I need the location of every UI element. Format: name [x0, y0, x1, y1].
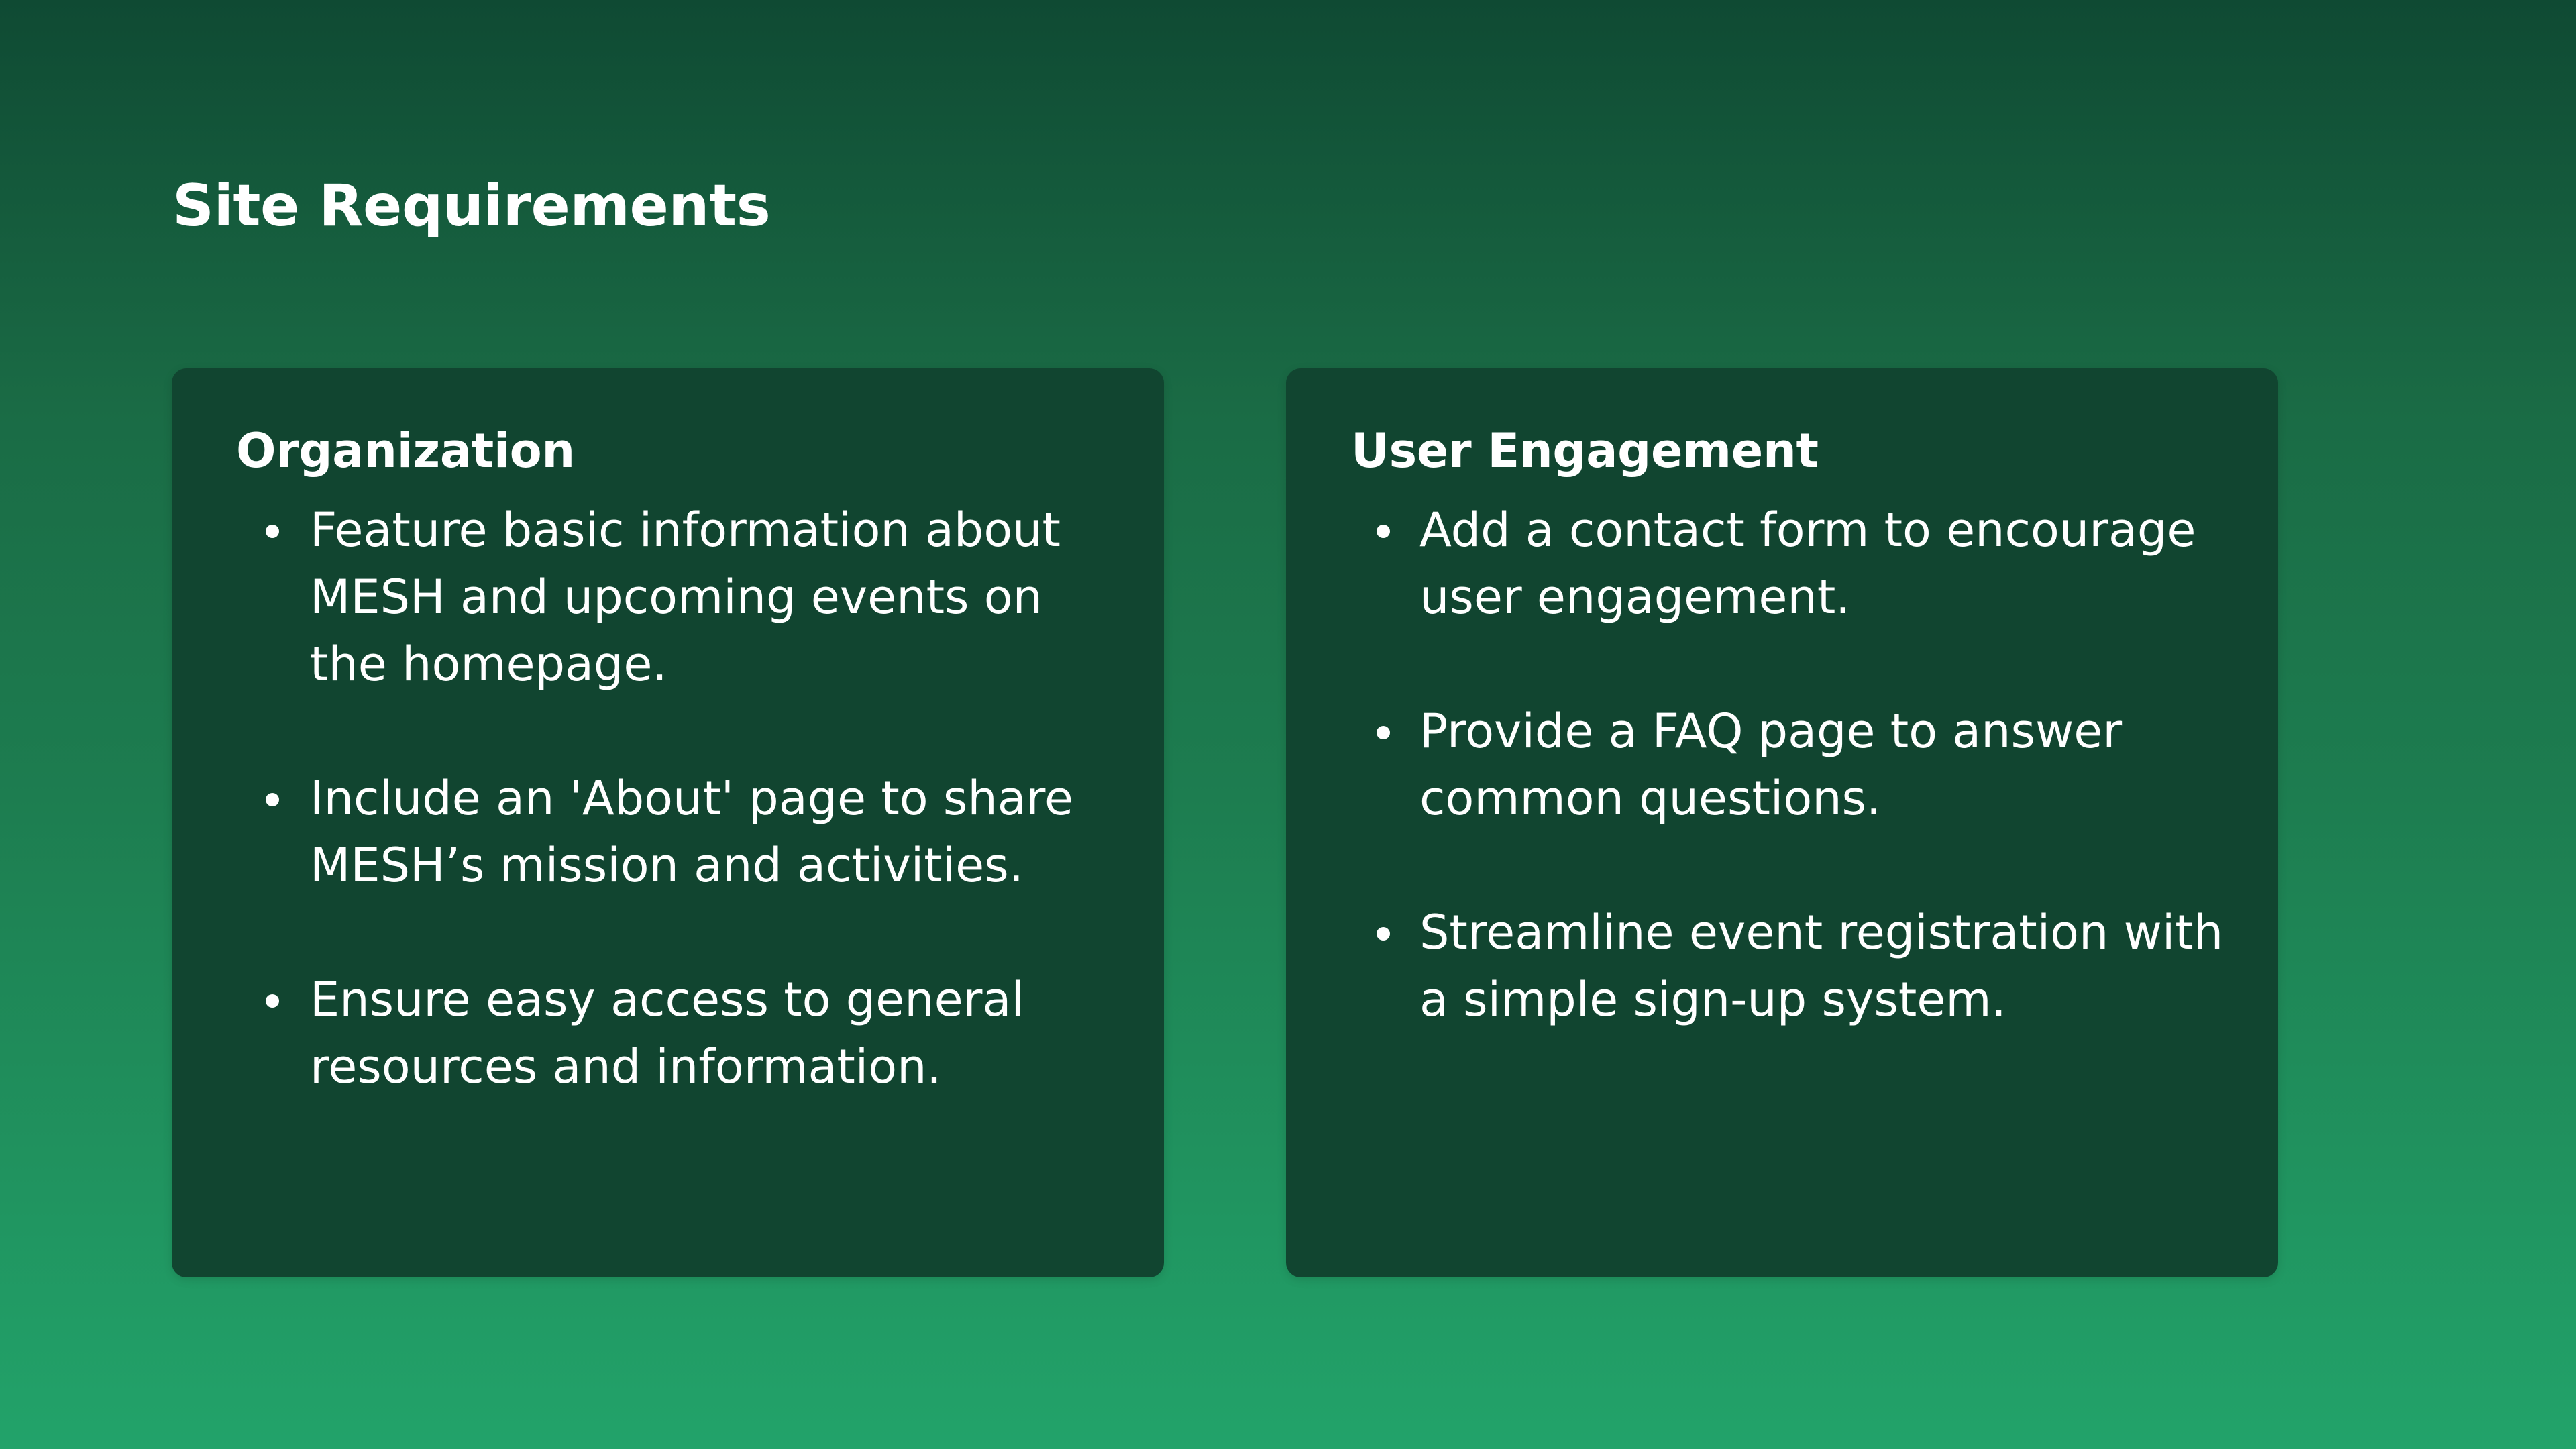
card-heading-organization: Organization [236, 423, 575, 478]
bullet-icon [266, 994, 279, 1008]
user-engagement-list: Add a contact form to encourage user eng… [1351, 496, 2224, 1033]
list-item-text: Provide a FAQ page to answer common ques… [1419, 704, 2123, 826]
bullet-icon [1377, 726, 1390, 739]
user-engagement-card: User Engagement Add a contact form to en… [1286, 368, 2278, 1277]
list-item: Ensure easy access to general resources … [236, 966, 1099, 1100]
list-item-text: Feature basic information about MESH and… [310, 502, 1061, 692]
list-item: Feature basic information about MESH and… [236, 496, 1099, 698]
bullet-icon [1377, 927, 1390, 941]
list-item: Include an 'About' page to share MESH’s … [236, 765, 1099, 899]
list-item-text: Add a contact form to encourage user eng… [1419, 502, 2196, 625]
list-item: Add a contact form to encourage user eng… [1351, 496, 2224, 631]
list-item: Provide a FAQ page to answer common ques… [1351, 698, 2224, 832]
card-heading-user-engagement: User Engagement [1351, 423, 1819, 478]
bullet-icon [1377, 525, 1390, 538]
organization-card: Organization Feature basic information a… [172, 368, 1164, 1277]
list-item-text: Include an 'About' page to share MESH’s … [310, 771, 1073, 893]
page-title: Site Requirements [172, 172, 771, 239]
list-item-text: Ensure easy access to general resources … [310, 972, 1024, 1094]
organization-list: Feature basic information about MESH and… [236, 496, 1099, 1100]
list-item-text: Streamline event registration with a sim… [1419, 905, 2224, 1027]
bullet-icon [266, 525, 279, 538]
list-item: Streamline event registration with a sim… [1351, 899, 2224, 1033]
bullet-icon [266, 793, 279, 806]
